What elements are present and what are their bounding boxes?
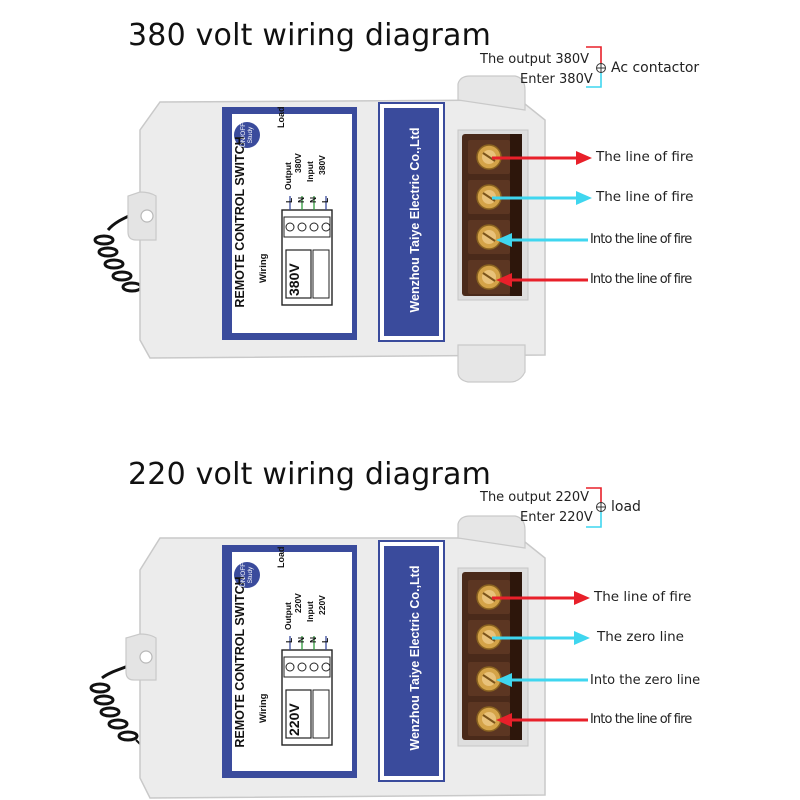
arrow-220-1 [492, 591, 590, 605]
line-label-220-4: Into the line of fire [590, 712, 692, 727]
line-label-220-3: Into the zero line [590, 673, 701, 688]
arrow-380-4 [496, 273, 588, 287]
terminal-220-screw-4 [476, 706, 502, 732]
arrow-220-4 [496, 713, 588, 727]
line-label-380-4: Into the line of fire [590, 272, 692, 287]
terminal-220-screw-2 [476, 624, 502, 650]
line-label-380-3: Into the line of fire [590, 232, 692, 247]
line-label-220-2: The zero line [597, 629, 684, 645]
arrow-380-1 [492, 151, 592, 165]
panel-220 [222, 540, 445, 782]
terminal-block-220 [462, 572, 522, 740]
diagram-380-graphics [93, 46, 606, 383]
line-label-220-1: The line of fire [594, 589, 692, 605]
terminal-380-screw-2 [476, 184, 502, 210]
line-label-380-1: The line of fire [596, 149, 694, 165]
title-220: 220 volt wiring diagram [128, 457, 492, 492]
bracket-380 [586, 46, 606, 88]
arrow-380-2 [492, 191, 592, 205]
output-label-380: The output 380V [480, 52, 590, 67]
enter-label-380: Enter 380V [520, 72, 593, 87]
arrows-380 [492, 151, 592, 287]
terminal-380-screw-4 [476, 264, 502, 290]
panel-380 [222, 102, 445, 342]
title-380: 380 volt wiring diagram [128, 18, 492, 53]
line-label-380-2: The line of fire [596, 189, 694, 205]
terminal-220-screw-1 [476, 584, 502, 610]
arrow-380-3 [496, 233, 588, 247]
diagram-220-graphics [89, 487, 606, 799]
bracket-220 [586, 487, 606, 528]
terminal-380-screw-3 [476, 224, 502, 250]
arrow-220-3 [496, 673, 588, 687]
arrow-220-2 [492, 631, 590, 645]
arrows-220 [492, 591, 590, 727]
enter-label-220: Enter 220V [520, 510, 593, 525]
target-label-220: load [611, 499, 641, 515]
output-label-220: The output 220V [480, 490, 590, 505]
target-label-380: Ac contactor [611, 60, 700, 76]
